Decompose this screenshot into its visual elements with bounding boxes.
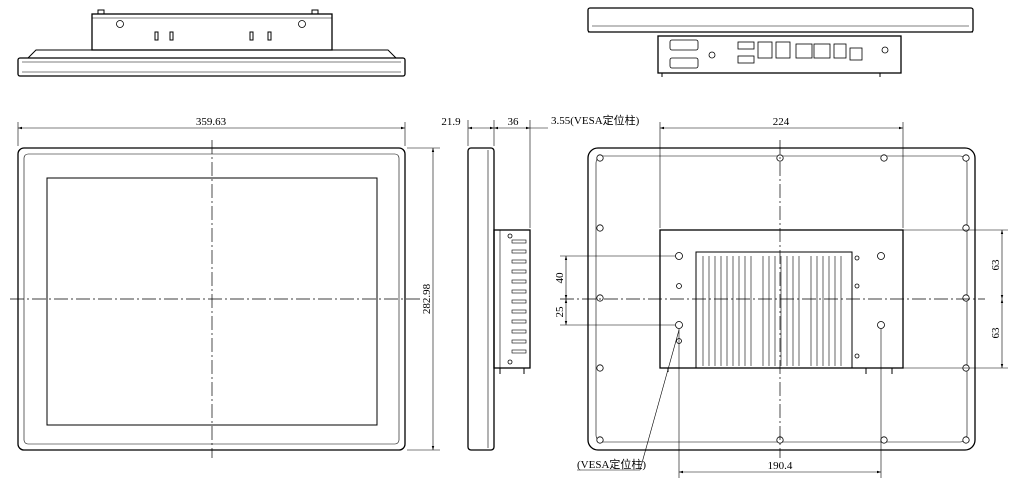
front-view: 359.63 282.98 xyxy=(10,116,440,458)
hdmi-port-icon xyxy=(737,41,755,50)
serial-port-icon xyxy=(669,57,699,69)
vesa-offset-label: 3.55(VESA定位柱) xyxy=(551,113,640,127)
front-width-label: 359.63 xyxy=(196,116,227,128)
back-right-lower-label: 63 xyxy=(990,327,1002,339)
heatsink-fins xyxy=(702,256,842,366)
side-body-depth-label: 36 xyxy=(508,116,520,128)
hdmi-port-icon xyxy=(737,55,755,64)
vesa-hole-icon xyxy=(675,321,683,329)
usb-port-icon xyxy=(757,41,773,59)
vesa-hole-icon xyxy=(675,252,683,260)
power-jack-icon xyxy=(849,47,863,61)
back-width-label: 224 xyxy=(773,116,790,128)
top-view xyxy=(17,9,406,77)
usb-port-icon xyxy=(833,43,847,59)
front-height-label: 282.98 xyxy=(421,283,433,314)
lan-port-icon xyxy=(813,43,831,59)
lan-port-icon xyxy=(795,43,813,59)
bottom-view xyxy=(587,7,974,77)
vesa-hole-icon xyxy=(877,321,885,329)
side-view: 21.9 36 3.55(VESA定位柱) xyxy=(441,113,640,451)
vesa-callout-label: (VESA定位柱) xyxy=(577,457,646,471)
back-spacing-lower-label: 25 xyxy=(554,306,566,318)
vesa-hole-icon xyxy=(877,252,885,260)
back-view: 224 40 25 63 63 190.4 (VESA定位柱) xyxy=(554,116,1008,478)
back-bottom-label: 190.4 xyxy=(768,460,793,472)
side-vent-slots xyxy=(511,239,527,354)
usb-port-icon xyxy=(775,41,791,59)
serial-port-icon xyxy=(669,39,699,51)
side-bezel-depth-label: 21.9 xyxy=(441,116,461,128)
back-spacing-upper-label: 40 xyxy=(554,272,566,284)
back-right-upper-label: 63 xyxy=(990,259,1002,271)
